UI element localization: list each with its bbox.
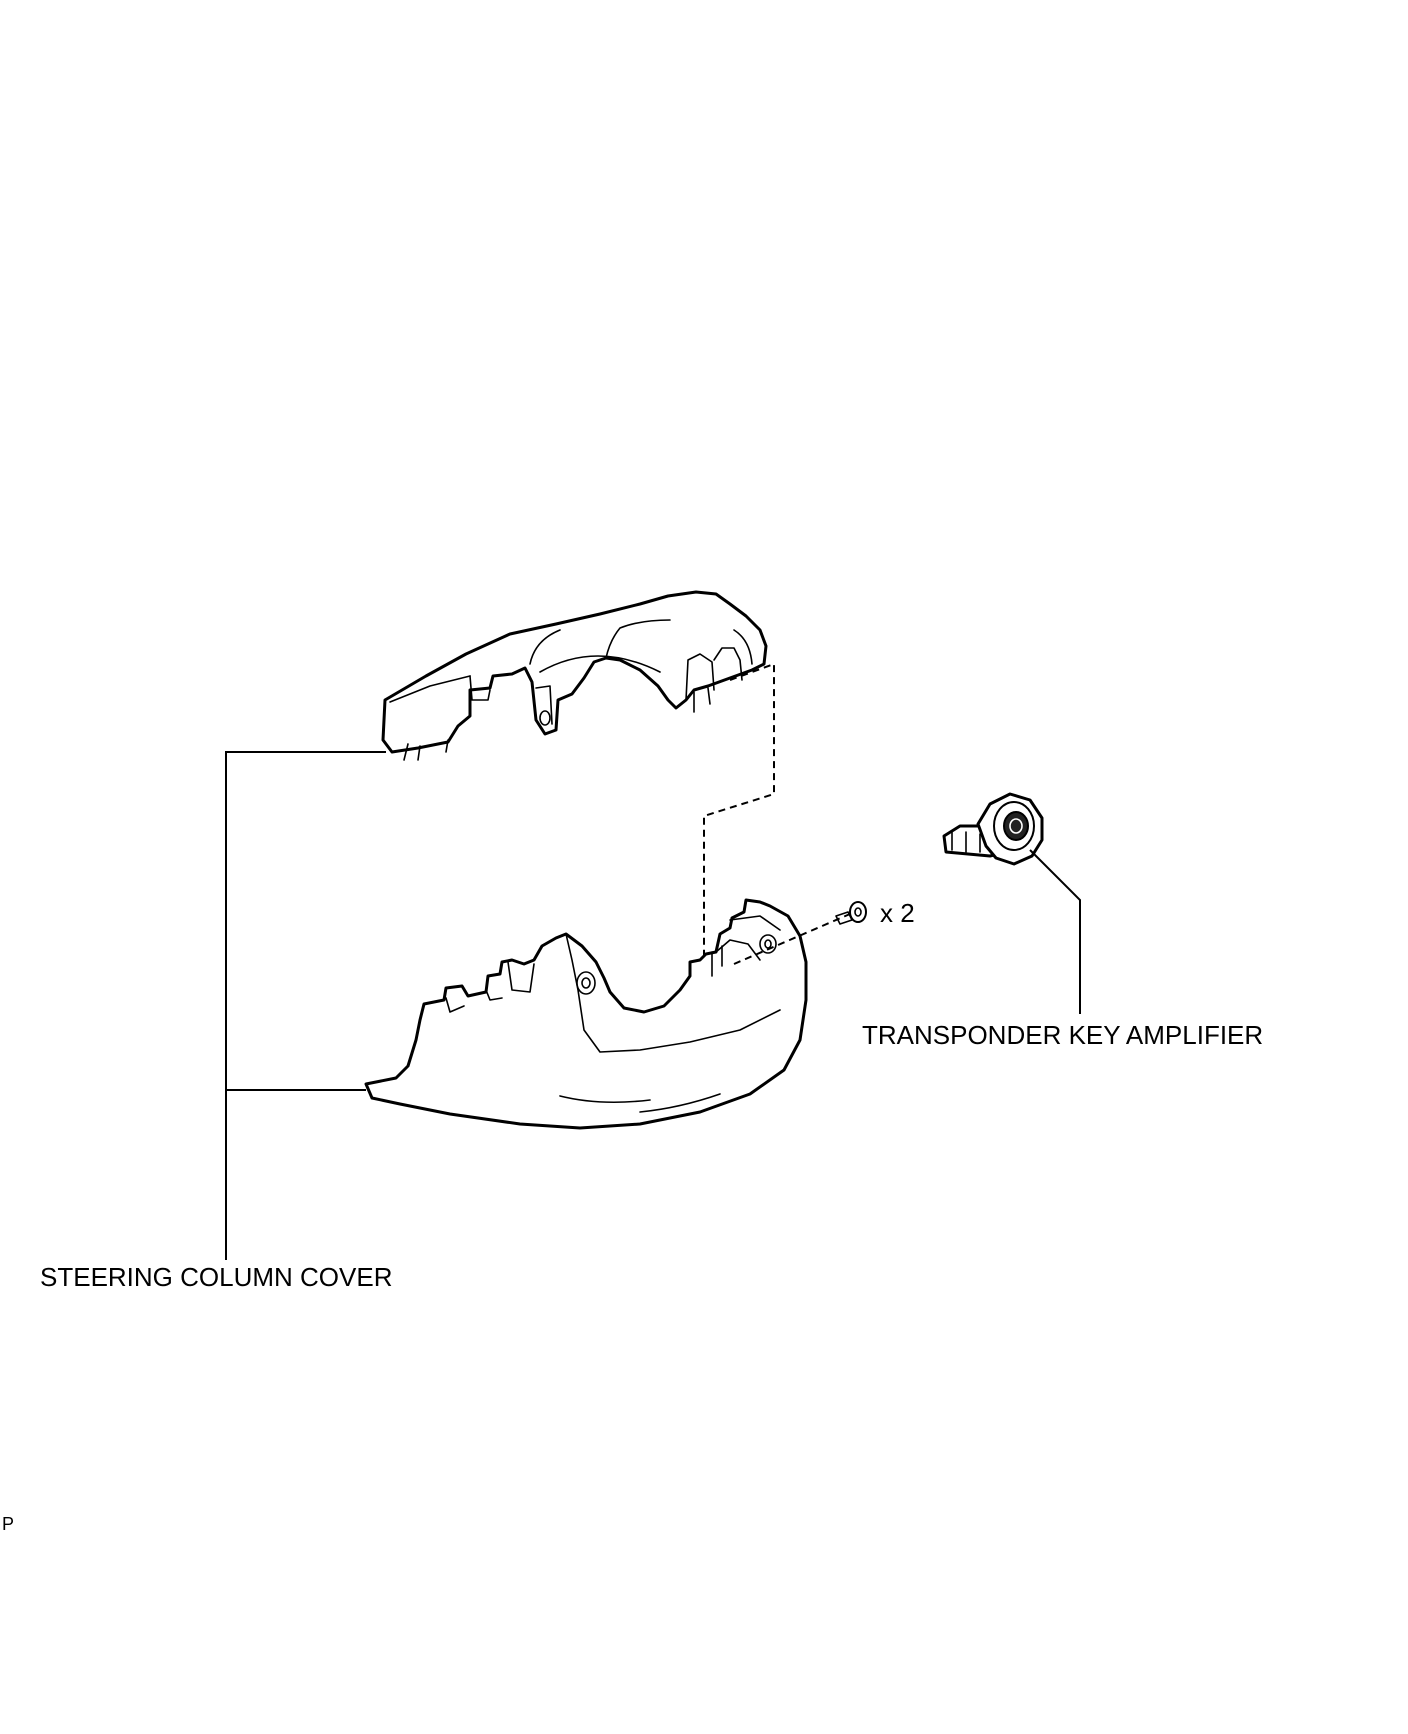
steering-column-cover-label: STEERING COLUMN COVER: [40, 1262, 393, 1292]
steering-column-cover-leader-line: [225, 751, 386, 1260]
transponder-key-amplifier-label: TRANSPONDER KEY AMPLIFIER: [862, 1020, 1263, 1050]
figure-code: P: [2, 1514, 14, 1534]
upper-steering-column-cover: [381, 590, 768, 761]
transponder-key-amplifier-leader-line: [1029, 849, 1081, 1014]
screw-quantity-label: x 2: [880, 898, 915, 928]
lower-steering-column-cover: [364, 898, 808, 1130]
screw: [733, 901, 867, 965]
transponder-key-amplifier: [942, 792, 1044, 866]
